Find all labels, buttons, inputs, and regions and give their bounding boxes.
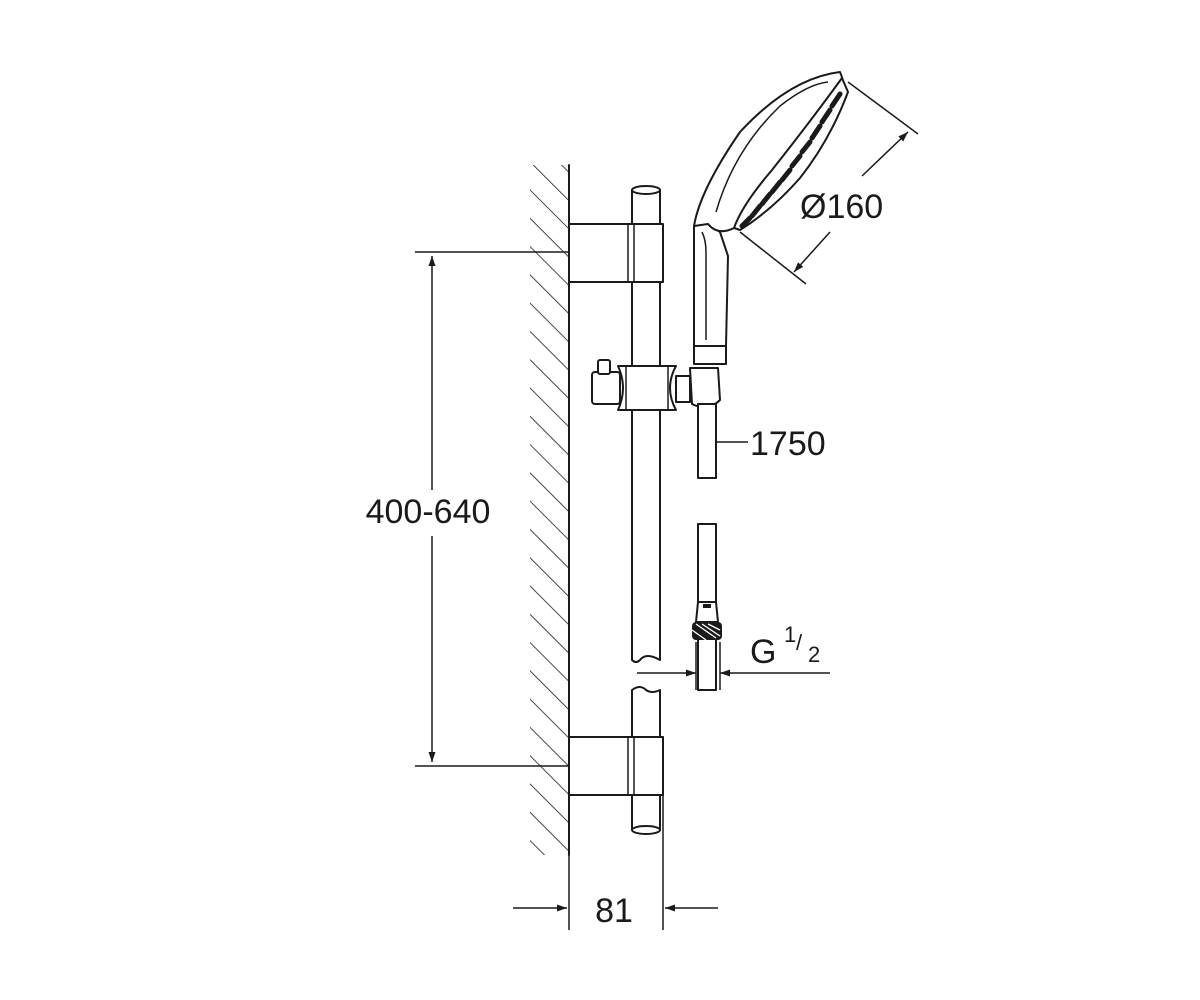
thread-fraction-denominator: 2 xyxy=(808,642,820,667)
hand-shower-neck xyxy=(693,345,727,365)
wall xyxy=(530,164,570,856)
shower-hose xyxy=(691,403,722,691)
slider-knob xyxy=(591,371,621,405)
hose-upper-segment xyxy=(697,403,717,479)
height-dimension: 400-640 xyxy=(366,251,569,767)
thread-fraction-slash: / xyxy=(796,630,803,655)
diameter-arrow-bottom xyxy=(793,231,831,273)
width-label: 81 xyxy=(595,892,633,930)
slider-body xyxy=(617,365,677,411)
wall-hatching xyxy=(530,165,568,855)
thread-label: G xyxy=(750,633,776,671)
thread-dimension: G 1 / 2 xyxy=(637,622,830,690)
hand-shower-face-plate xyxy=(733,77,849,231)
rail-top-cap xyxy=(631,185,661,195)
hand-shower-holder xyxy=(689,367,721,409)
lower-wall-bracket xyxy=(568,736,664,796)
shower-rail xyxy=(568,185,721,835)
hand-shower-grip xyxy=(693,222,729,347)
hand-shower xyxy=(693,71,849,365)
thread-fraction-numerator: 1 xyxy=(784,622,796,647)
diameter-arrow-top xyxy=(861,131,909,177)
rail-bottom-cap xyxy=(631,825,661,835)
hose-length-label: 1750 xyxy=(750,425,826,463)
head-diameter-dimension: Ø160 xyxy=(739,81,919,285)
rail-upper xyxy=(631,189,661,663)
diameter-extension-bottom xyxy=(739,231,807,285)
upper-wall-bracket xyxy=(568,223,664,283)
slider xyxy=(591,359,721,411)
slider-lock-button xyxy=(597,359,611,375)
width-dimension: 81 xyxy=(513,795,718,930)
hose-length-dimension: 1750 xyxy=(716,425,826,463)
diameter-extension-top xyxy=(847,81,919,135)
slider-connector xyxy=(675,375,691,403)
height-range-label: 400-640 xyxy=(366,493,491,531)
spray-nozzles xyxy=(739,91,843,229)
hand-shower-head-back xyxy=(693,71,845,233)
head-diameter-label: Ø160 xyxy=(800,188,883,226)
